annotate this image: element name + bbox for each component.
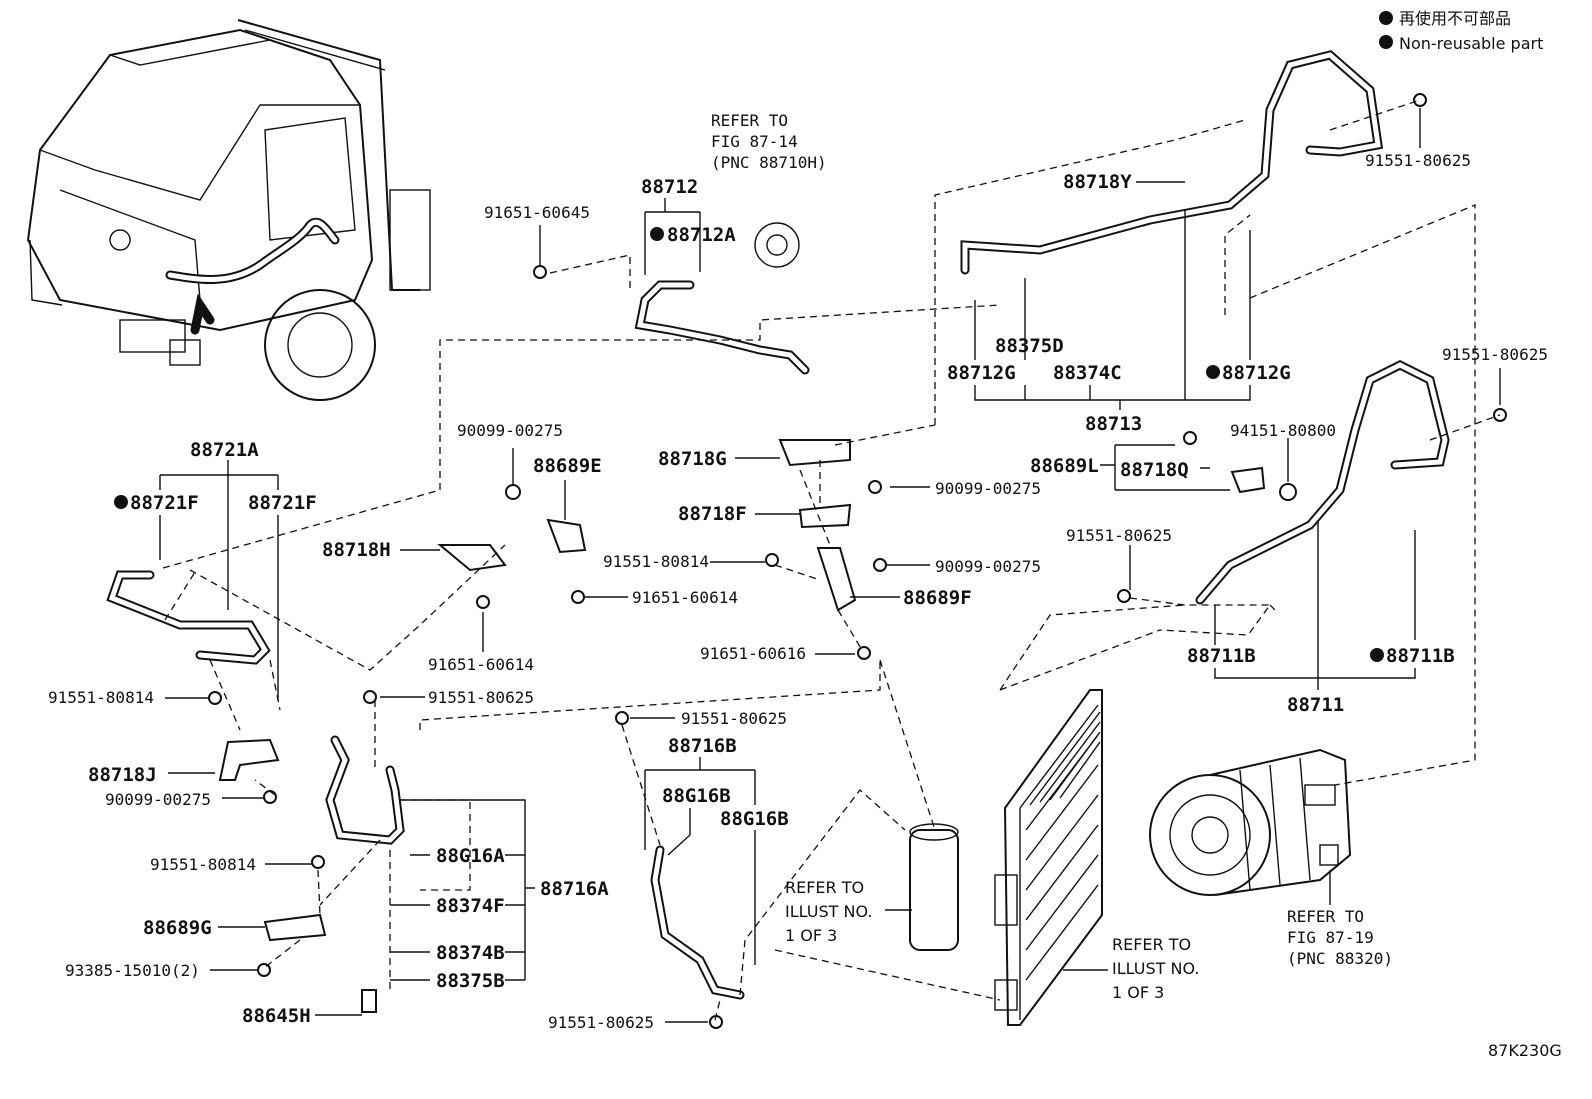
label-91651-60645: 91651-60645	[484, 203, 590, 222]
hose-88711	[1195, 359, 1450, 605]
label-90099-00275-b: 90099-00275	[935, 557, 1041, 576]
non-reusable-dot	[114, 495, 128, 509]
label-88374F: 88374F	[436, 895, 505, 917]
label-88718J: 88718J	[88, 764, 157, 786]
ref-illust-a-line3: 1 OF 3	[785, 926, 837, 945]
label-91551-80625-b: 91551-80625	[548, 1013, 654, 1032]
label-88689E: 88689E	[533, 455, 602, 477]
ref-fig-87-19-line2: FIG 87-19	[1287, 928, 1374, 947]
label-94151-80800: 94151-80800	[1230, 421, 1336, 440]
condenser-illustration	[994, 689, 1103, 1026]
label-88713: 88713	[1085, 413, 1142, 435]
legend-line1: 再使用不可部品	[1399, 9, 1511, 28]
label-88711: 88711	[1287, 694, 1344, 716]
brackets	[218, 439, 1266, 942]
non-reusable-dot-icon	[1379, 35, 1393, 49]
label-91551-80625-tr: 91551-80625	[1365, 151, 1471, 170]
label-91551-80625-r: 91551-80625	[1442, 345, 1548, 364]
label-88711B-l: 88711B	[1187, 645, 1256, 667]
label-88375B: 88375B	[436, 970, 505, 992]
label-90099-00275-c: 90099-00275	[457, 421, 563, 440]
label-88G16B-l: 88G16B	[662, 785, 731, 807]
label-91551-80625-mr: 91551-80625	[1066, 526, 1172, 545]
label-88374C: 88374C	[1053, 362, 1122, 384]
ref-fig-87-14-line1: REFER TO	[711, 111, 788, 130]
ref-fig-87-19-line3: (PNC 88320)	[1287, 949, 1393, 968]
label-91551-80814-l: 91551-80814	[48, 688, 154, 707]
non-reusable-dot	[1206, 365, 1220, 379]
ref-illust-a-line1: REFER TO	[785, 878, 864, 897]
bolts	[208, 93, 1507, 1029]
hose-88712	[634, 222, 810, 375]
label-91551-80814-m: 91551-80814	[603, 552, 709, 571]
hose-88713	[960, 50, 1384, 275]
legend: 再使用不可部品 Non-reusable part	[1379, 9, 1543, 53]
ref-illust-b-line1: REFER TO	[1112, 935, 1191, 954]
label-90099-00275-a: 90099-00275	[935, 479, 1041, 498]
label-88718Y: 88718Y	[1063, 171, 1132, 193]
label-88711B-r: 88711B	[1386, 645, 1455, 667]
legend-line2: Non-reusable part	[1399, 34, 1543, 53]
label-88718G: 88718G	[658, 448, 727, 470]
dashed-guides	[162, 99, 1501, 1021]
ref-fig-87-19-line1: REFER TO	[1287, 907, 1364, 926]
truck-illustration	[26, 19, 431, 401]
part-labels: REFER TO FIG 87-14 (PNC 88710H) 88712 88…	[48, 111, 1548, 1032]
label-88712A: 88712A	[667, 224, 736, 246]
label-90099-00275-d: 90099-00275	[105, 790, 211, 809]
receiver-dryer-illustration	[909, 823, 959, 951]
label-88374B: 88374B	[436, 942, 505, 964]
figure-code: 87K230G	[1488, 1041, 1562, 1060]
label-88375D: 88375D	[995, 335, 1064, 357]
label-88716A: 88716A	[540, 878, 609, 900]
label-88645H: 88645H	[242, 1005, 311, 1027]
ref-illust-a-line2: ILLUST NO.	[785, 902, 872, 921]
label-88712: 88712	[641, 176, 698, 198]
label-91651-60616: 91651-60616	[700, 644, 806, 663]
non-reusable-dot	[650, 227, 664, 241]
label-88G16A: 88G16A	[436, 845, 505, 867]
label-91551-80625-c: 91551-80625	[681, 709, 787, 728]
non-reusable-dot	[1370, 648, 1384, 662]
label-88721F-l: 88721F	[130, 492, 199, 514]
tube-88716A	[325, 735, 405, 845]
label-88G16B-r: 88G16B	[720, 808, 789, 830]
ref-illust-b-line3: 1 OF 3	[1112, 983, 1164, 1002]
compressor-illustration	[1149, 748, 1352, 896]
label-88721A: 88721A	[190, 439, 259, 461]
leaders	[159, 108, 1501, 1023]
label-91651-60614-b: 91651-60614	[428, 655, 534, 674]
label-88689G: 88689G	[143, 917, 212, 939]
ref-fig-87-14-line3: (PNC 88710H)	[711, 153, 827, 172]
label-88718F: 88718F	[678, 503, 747, 525]
label-88712G-r: 88712G	[1222, 362, 1291, 384]
tube-88716B	[650, 845, 745, 1000]
label-88689F: 88689F	[903, 587, 972, 609]
label-88721F-r: 88721F	[248, 492, 317, 514]
hose-88721A	[106, 570, 271, 665]
non-reusable-dot-icon	[1379, 11, 1393, 25]
ref-fig-87-14-line2: FIG 87-14	[711, 132, 798, 151]
label-88716B: 88716B	[668, 735, 737, 757]
label-88689L: 88689L	[1030, 455, 1099, 477]
label-93385-15010: 93385-15010(2)	[65, 961, 200, 980]
label-88718H: 88718H	[322, 539, 391, 561]
ref-illust-b-line2: ILLUST NO.	[1112, 959, 1199, 978]
label-91651-60614-a: 91651-60614	[632, 588, 738, 607]
label-88712G-l: 88712G	[947, 362, 1016, 384]
label-88718Q: 88718Q	[1120, 459, 1189, 481]
label-91551-80625-ml: 91551-80625	[428, 688, 534, 707]
label-91551-80814-l2: 91551-80814	[150, 855, 256, 874]
